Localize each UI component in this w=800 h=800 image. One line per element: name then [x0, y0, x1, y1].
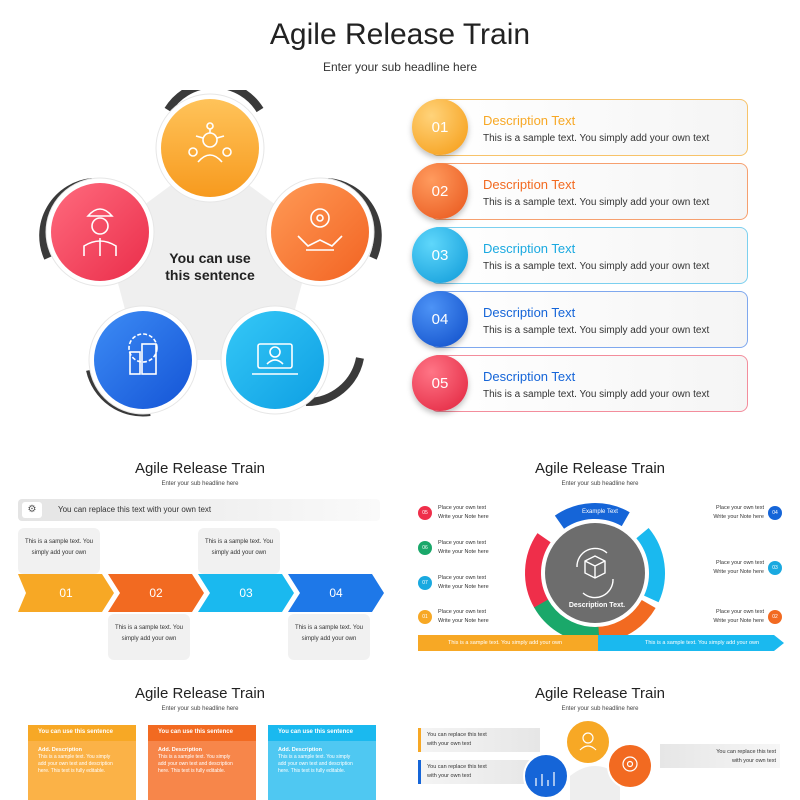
- description-row-4: Description Text This is a sample text. …: [430, 291, 748, 348]
- number-ball-3: 03: [412, 227, 468, 283]
- number-ball-2: 02: [412, 163, 468, 219]
- number-ball-4: 04: [412, 291, 468, 347]
- thumb1-arrow-steps: [18, 574, 384, 612]
- thumb1-title: Agile Release Train: [134, 460, 266, 477]
- thumb2-bar-left: This is a sample text. You simply add yo…: [418, 635, 598, 651]
- thumb4-title: Agile Release Train: [534, 685, 666, 702]
- number-ball-1: 01: [412, 99, 468, 155]
- team-icon: [579, 732, 597, 751]
- thumb2-cycle: [525, 503, 665, 643]
- thumb1-step-4: 04: [329, 586, 343, 600]
- thumb3-column-3: You can use this sentence Add. Descripti…: [268, 725, 376, 800]
- cycle-center-text: You can use this sentence: [165, 250, 255, 283]
- gear-icon: [622, 756, 638, 772]
- description-row-3: Description Text This is a sample text. …: [430, 227, 748, 284]
- gear-icon: ⚙: [22, 502, 42, 518]
- thumb1-step-3: 03: [239, 586, 253, 600]
- description-row-1: Description Text This is a sample text. …: [430, 99, 748, 156]
- thumb2-bar-right-shape: [598, 635, 784, 651]
- thumb2-num-05: 05: [418, 506, 432, 520]
- building-gear-icon: [128, 333, 158, 375]
- thumb4-cycle: [523, 719, 653, 800]
- cycle-node-bottom-left: [86, 305, 198, 417]
- team-icon: [188, 122, 232, 163]
- cycle-node-left: [39, 177, 155, 287]
- thumb4-subtitle: Enter your sub headline here: [561, 706, 639, 712]
- thumb1-subtitle: Enter your sub headline here: [161, 481, 239, 487]
- page-subtitle: Enter your sub headline here: [322, 60, 478, 74]
- thumb3-subtitle: Enter your sub headline here: [161, 706, 239, 712]
- thumb2-num-01: 01: [418, 610, 432, 624]
- box-cycle-icon: [576, 547, 614, 599]
- worker-icon: [83, 208, 117, 256]
- number-ball-5: 05: [412, 355, 468, 411]
- thumb2-num-06: 06: [418, 541, 432, 555]
- thumb2-num-07: 07: [418, 576, 432, 590]
- cycle-graphic: [39, 90, 382, 417]
- thumb2-num-02: 02: [768, 610, 782, 624]
- chart-icon: [535, 772, 555, 786]
- thumb1-step-2: 02: [149, 586, 163, 600]
- support-laptop-icon: [252, 343, 298, 375]
- thumb2-num-04: 04: [768, 506, 782, 520]
- description-row-2: Description Text This is a sample text. …: [430, 163, 748, 220]
- description-row-5: Description Text This is a sample text. …: [430, 355, 748, 412]
- thumb3-column-2: You can use this sentence Add. Descripti…: [148, 725, 256, 800]
- cycle-node-top: [155, 90, 265, 203]
- thumb2-subtitle: Enter your sub headline here: [561, 481, 639, 487]
- cycle-node-bottom-right: [220, 305, 364, 415]
- thumb2-num-03: 03: [768, 561, 782, 575]
- cycle-node-right: [265, 177, 382, 287]
- handshake-gear-icon: [297, 208, 343, 251]
- thumb1-banner: ⚙ You can replace this text with your ow…: [18, 499, 380, 521]
- thumb2-bar-right-text: This is a sample text. You simply add yo…: [645, 640, 760, 646]
- thumb2-segment-label: Example Text: [582, 509, 618, 515]
- page-title: Agile Release Train: [269, 18, 531, 51]
- thumb2-center-label: Description Text.: [568, 602, 626, 609]
- thumb2-title: Agile Release Train: [534, 460, 666, 477]
- thumb3-column-1: You can use this sentence Add. Descripti…: [28, 725, 136, 800]
- thumb3-title: Agile Release Train: [134, 685, 266, 702]
- thumb1-step-1: 01: [59, 586, 73, 600]
